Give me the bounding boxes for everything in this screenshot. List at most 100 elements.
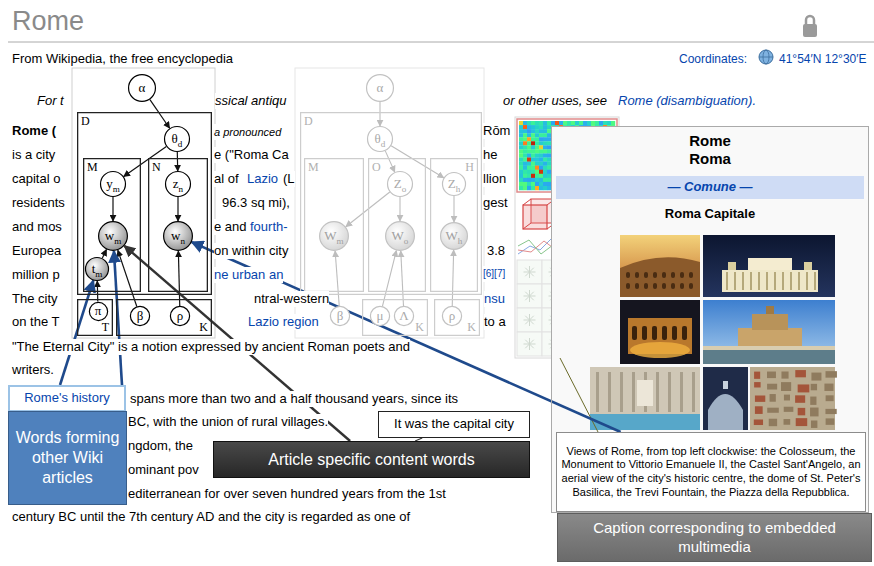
- feature-heatmap: [551, 121, 555, 125]
- photo-aerial: [825, 409, 836, 414]
- photo-monument: [766, 272, 768, 290]
- feature-heatmap: [579, 121, 583, 125]
- text-holder: Λ: [394, 306, 414, 326]
- feature-heatmap: [535, 121, 539, 125]
- article-text: spans more than two and a half thousand …: [130, 391, 458, 407]
- parameter-circle: ρ: [442, 306, 462, 326]
- photo-aerial: [798, 408, 806, 415]
- photo-aerial: [811, 421, 817, 428]
- feature-heatmap: [531, 141, 535, 145]
- photo-fountain-night: [620, 300, 700, 364]
- photo-colosseum: [653, 283, 657, 289]
- article-text: 96.3 sq mi),: [222, 195, 290, 211]
- feature-grid: [525, 340, 533, 348]
- feature-heatmap: [575, 121, 579, 125]
- feature-heatmap: [543, 125, 547, 129]
- feature-heatmap: [523, 153, 527, 157]
- connector: [385, 151, 394, 172]
- photo-castle: [738, 328, 802, 348]
- type-band: — Comune —: [556, 176, 864, 199]
- feature-heatmap: [543, 129, 547, 133]
- text-holder: wn: [163, 221, 193, 251]
- variable-symbol: Wh: [446, 228, 463, 244]
- photo-monument: [742, 272, 744, 290]
- feature-grid: [517, 332, 542, 356]
- latent-circle: zn: [165, 171, 191, 197]
- feature-heatmap: [607, 121, 611, 125]
- infobox-ground: [551, 126, 869, 513]
- circle-outline: [101, 172, 126, 197]
- text-holder: θd: [164, 126, 190, 152]
- photo-monument: [750, 272, 752, 290]
- text-holder: Wh: [440, 222, 468, 250]
- article-text: he: [483, 147, 497, 163]
- feature-heatmap: [587, 121, 591, 125]
- feature-heatmap: [519, 186, 523, 190]
- variable-symbol: Λ: [399, 308, 408, 324]
- circle-outline: [320, 222, 349, 251]
- feature-heatmap: [531, 153, 535, 157]
- callout-box: Article specific content words: [213, 441, 530, 478]
- node-text: Article specific content words: [268, 450, 474, 470]
- feature-heatmap: [523, 182, 527, 186]
- photo-aerial: [826, 418, 835, 424]
- photo-aerial: [784, 419, 791, 425]
- text-holder: Rome's history: [8, 385, 126, 412]
- circle-outline: [441, 223, 468, 250]
- photo-dome: [703, 367, 748, 430]
- infobox: — Comune —Views of Rome, from top left c…: [551, 126, 869, 513]
- connector: [114, 251, 122, 385]
- feature-heatmap: [547, 178, 551, 182]
- article-text: Lazio region: [248, 314, 319, 330]
- node-text: It was the capital city: [394, 416, 514, 432]
- parameter-circle: μ: [370, 306, 390, 326]
- connector: [97, 281, 99, 302]
- connector: [401, 251, 404, 306]
- latent-circle: Zh: [442, 172, 466, 196]
- feature-heatmap: [527, 121, 531, 125]
- photo-aerial: [795, 370, 806, 377]
- text-holder: — Comune —: [556, 176, 864, 199]
- connector: [346, 192, 390, 227]
- connector: [60, 280, 93, 385]
- observed-circle: wm: [98, 221, 128, 251]
- photo-trevi: [620, 372, 623, 412]
- text-holder: α: [366, 74, 394, 102]
- feature-heatmap: [523, 158, 527, 162]
- circle-outline: [388, 172, 413, 197]
- feature-heatmap: [543, 149, 547, 153]
- feature-heatmap: [523, 178, 527, 182]
- variable-symbol: α: [139, 80, 146, 96]
- highlight-box: Rome's history: [8, 385, 126, 412]
- connector: [178, 251, 179, 306]
- feature-heatmap: [523, 162, 527, 166]
- article-text: on the T: [12, 314, 59, 330]
- photo-colosseum: [680, 283, 684, 289]
- photo-aerial: [784, 407, 794, 412]
- photo-fountain-night: [632, 326, 687, 340]
- photo-trevi: [608, 372, 611, 412]
- plate-box: znwnN: [148, 158, 208, 292]
- photo-trevi: [590, 367, 700, 430]
- leader-line: [560, 358, 598, 432]
- photo-castle: [703, 350, 835, 364]
- photo-colosseum: [644, 283, 648, 289]
- node-text: Caption corresponding to embedded multim…: [561, 519, 868, 557]
- variable-symbol: α: [377, 80, 384, 96]
- node-text: Words forming other Wiki articles: [13, 428, 122, 488]
- photo-aerial: [755, 396, 765, 402]
- photo-fountain-night: [630, 342, 690, 358]
- article-text: Europea: [12, 243, 61, 259]
- plate-box: πT: [77, 299, 113, 336]
- feature-heatmap: [539, 153, 543, 157]
- feature-heatmap: [535, 162, 539, 166]
- feature-heatmap: [535, 153, 539, 157]
- photo-fountain-night: [682, 326, 687, 340]
- plate-box: ρK: [434, 299, 480, 336]
- photo-castle: [766, 306, 774, 314]
- lock-icon: [803, 24, 817, 37]
- node-label: D: [304, 114, 313, 128]
- feature-heatmap: [531, 166, 535, 170]
- photo-fountain-night: [662, 326, 667, 340]
